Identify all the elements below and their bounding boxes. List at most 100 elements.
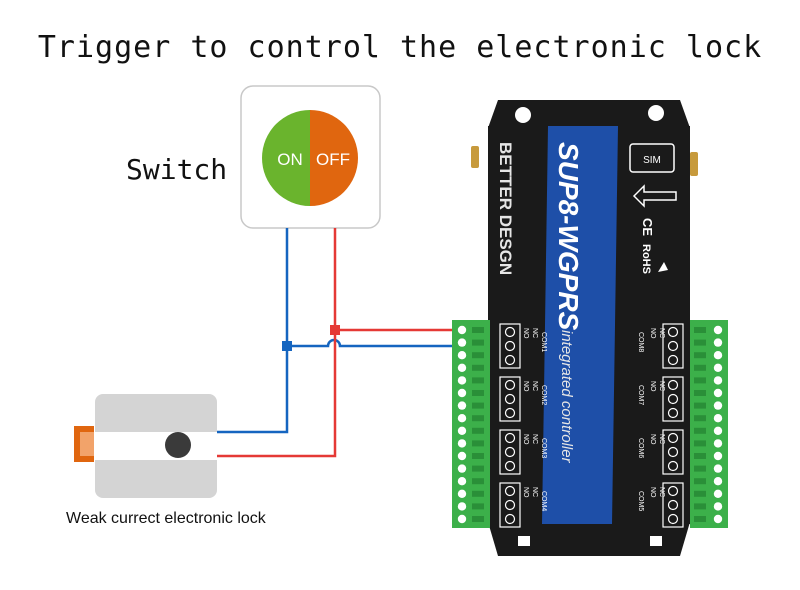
controller-top-plate	[488, 100, 690, 128]
sim-slot[interactable]	[629, 143, 675, 173]
terminal-slot	[694, 478, 706, 485]
terminal-slot	[694, 516, 706, 522]
terminal-slot	[694, 339, 706, 346]
relay-nc-label: NC	[658, 434, 665, 444]
terminal-screw-icon[interactable]	[713, 477, 723, 486]
relay-no-label: NO	[649, 434, 656, 445]
terminal-slot	[694, 402, 706, 409]
controller-bottom-plate	[488, 522, 690, 556]
switch[interactable]: ON OFF	[240, 85, 381, 229]
relay-connector	[499, 429, 521, 475]
relay-pin	[504, 460, 516, 472]
relay-pin	[504, 354, 516, 366]
relay-connector	[662, 429, 684, 475]
switch-label: Switch	[126, 153, 228, 186]
terminal-slot	[694, 390, 706, 396]
terminal-screw-icon[interactable]	[713, 338, 723, 347]
terminal-screw-icon[interactable]	[713, 489, 723, 498]
terminal-screw-icon[interactable]	[457, 414, 467, 423]
terminal-screw-icon[interactable]	[713, 363, 723, 372]
relay-com-label: COM3	[540, 438, 547, 458]
mount-hole-icon	[648, 105, 664, 121]
terminal-screw-icon[interactable]	[457, 426, 467, 435]
sim-arrow-icon	[632, 184, 677, 208]
blue-junction-icon	[282, 341, 292, 351]
relay-pin	[667, 499, 679, 511]
terminal-screw-icon[interactable]	[457, 351, 467, 360]
terminal-screw-icon[interactable]	[713, 414, 723, 423]
lock-band	[95, 432, 217, 460]
terminal-screw-icon[interactable]	[713, 325, 723, 335]
relay-no-label: NO	[649, 381, 656, 392]
lock-label: Weak currect electronic lock	[66, 510, 266, 527]
terminal-screw-icon[interactable]	[713, 376, 723, 385]
mount-hole-icon	[515, 107, 531, 123]
relay-pin	[667, 326, 679, 338]
terminal-screw-icon[interactable]	[457, 376, 467, 385]
relay-pin	[504, 326, 516, 338]
terminal-screw-icon[interactable]	[457, 363, 467, 372]
relay-pin	[667, 407, 679, 419]
electronic-lock	[74, 394, 217, 498]
terminal-screw-icon[interactable]	[457, 388, 467, 398]
terminal-slot	[472, 377, 484, 384]
terminal-screw-icon[interactable]	[713, 439, 723, 448]
terminal-screw-icon[interactable]	[457, 325, 467, 335]
terminal-screw-icon[interactable]	[457, 439, 467, 448]
terminal-screw-icon[interactable]	[457, 477, 467, 486]
red-wire-lock	[217, 228, 337, 458]
relay-com-label: COM5	[637, 491, 644, 511]
relay-pin	[667, 393, 679, 405]
terminal-screw-icon[interactable]	[457, 502, 467, 511]
terminal-screw-icon[interactable]	[457, 514, 467, 524]
terminal-slot	[694, 490, 706, 497]
terminal-slot	[694, 440, 706, 447]
terminal-screw-icon[interactable]	[713, 451, 723, 461]
terminal-screw-icon[interactable]	[457, 464, 467, 473]
relay-no-label: NO	[649, 487, 656, 498]
terminal-screw-icon[interactable]	[713, 351, 723, 360]
wires	[217, 228, 452, 458]
terminal-screw-icon[interactable]	[457, 338, 467, 347]
terminal-slot	[472, 415, 484, 422]
terminal-screw-icon[interactable]	[457, 401, 467, 410]
diagram-title: Trigger to control the electronic lock	[37, 30, 763, 65]
relay-com-label: COM1	[540, 332, 547, 352]
relay-pin	[667, 354, 679, 366]
terminal-slot	[472, 352, 484, 359]
relay-pin	[667, 485, 679, 497]
terminal-strip-right	[690, 320, 728, 528]
terminal-screw-icon[interactable]	[457, 489, 467, 498]
terminal-screw-icon[interactable]	[713, 502, 723, 511]
terminal-slot	[472, 478, 484, 485]
relay-pin	[504, 340, 516, 352]
subtitle-text: integrated controller	[558, 330, 575, 464]
relay-pin	[667, 446, 679, 458]
terminal-slot	[694, 465, 706, 472]
terminal-slot	[472, 339, 484, 346]
relay-com-label: COM2	[540, 385, 547, 405]
terminal-screw-icon[interactable]	[713, 514, 723, 524]
brand-text: BETTER DESGN	[496, 142, 515, 275]
relay-com-label: COM8	[637, 332, 644, 352]
relay-pin	[667, 460, 679, 472]
terminal-screw-icon[interactable]	[713, 426, 723, 435]
relay-com-label: COM6	[637, 438, 644, 458]
relay-pin	[504, 499, 516, 511]
mount-hole-icon	[518, 536, 530, 546]
terminal-screw-icon[interactable]	[457, 451, 467, 461]
relay-com-label: COM4	[540, 491, 547, 511]
red-junction-icon	[330, 325, 340, 335]
terminal-strips	[452, 320, 728, 528]
terminal-screw-icon[interactable]	[713, 388, 723, 398]
terminal-screw-icon[interactable]	[713, 401, 723, 410]
relay-nc-label: NC	[531, 328, 538, 338]
relay-no-label: NO	[522, 487, 529, 498]
terminal-screw-icon[interactable]	[713, 464, 723, 473]
relay-nc-label: NC	[658, 381, 665, 391]
